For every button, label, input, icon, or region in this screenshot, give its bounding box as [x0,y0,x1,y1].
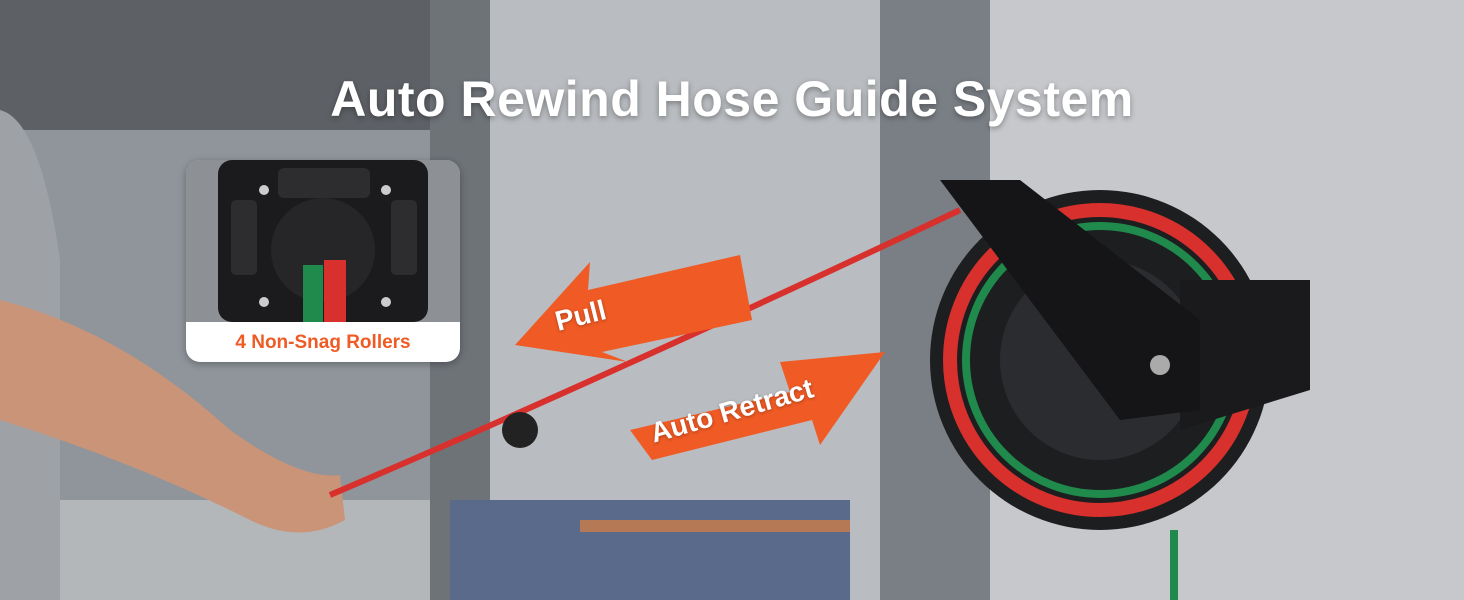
inset-caption: 4 Non-Snag Rollers [235,332,411,353]
pull-arrow [515,255,752,362]
retract-arrow [630,352,885,460]
roller-inset: 4 Non-Snag Rollers [186,160,460,362]
headline: Auto Rewind Hose Guide System [330,71,1134,127]
roller-guide-closeup [186,160,460,322]
